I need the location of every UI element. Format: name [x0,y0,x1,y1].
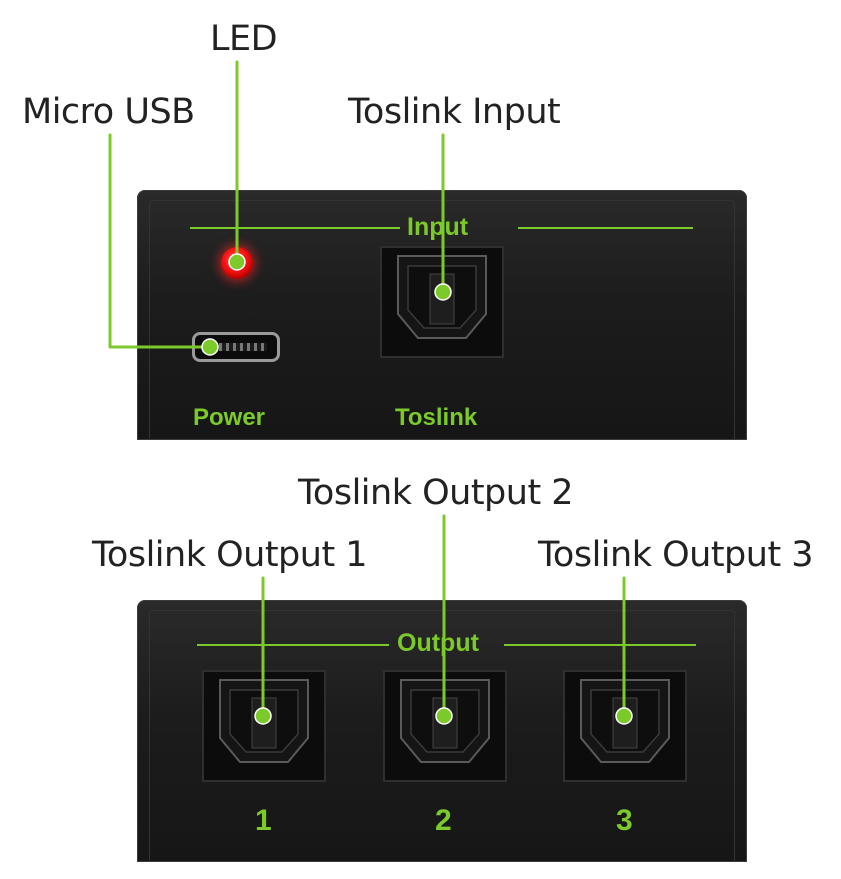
output-port-number-3: 3 [616,804,633,837]
output-panel-bezel [149,610,735,862]
power-label: Power [193,404,266,431]
callout-led: LED [210,19,278,59]
output-section-label: Output [397,629,479,657]
output-section-line-right [504,644,696,646]
output-section-line-left [197,644,389,646]
input-section-line-left [190,227,400,229]
toslink-port-icon [380,246,504,358]
micro-usb-port-icon [192,332,280,362]
output-panel: Output 1 2 3 [137,600,747,862]
callout-toslink-input: Toslink Input [348,92,561,132]
callout-micro-usb: Micro USB [22,92,195,132]
led-indicator-icon [221,247,253,279]
toslink-label: Toslink [395,404,478,431]
callout-toslink-output-3: Toslink Output 3 [538,535,814,575]
toslink-port-icon [202,670,326,782]
output-port-number-1: 1 [255,804,272,837]
toslink-port-icon [563,670,687,782]
input-panel: Input Power Toslink [137,190,747,440]
input-section-label: Input [407,213,469,241]
toslink-port-icon [383,670,507,782]
callout-toslink-output-2: Toslink Output 2 [298,473,574,513]
input-section-line-right [518,227,693,229]
callout-toslink-output-1: Toslink Output 1 [92,535,368,575]
micro-usb-slot [205,343,267,351]
output-port-number-2: 2 [435,804,452,837]
